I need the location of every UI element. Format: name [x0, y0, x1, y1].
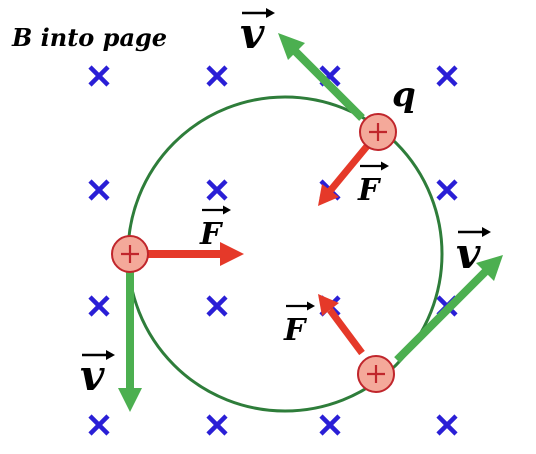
field-cross-icon [436, 65, 458, 87]
field-cross-icon [206, 295, 228, 317]
velocity-label-left: v [80, 350, 115, 400]
svg-text:F: F [357, 173, 382, 208]
field-cross-icon [206, 65, 228, 87]
velocity-arrow-top [278, 33, 365, 121]
force-arrow-bottom [318, 294, 365, 356]
force-arrow-left [148, 242, 244, 266]
velocity-arrow-left [118, 272, 142, 412]
force-label-top: F [357, 161, 389, 208]
field-cross-icon [319, 414, 341, 436]
charge-left [111, 235, 149, 273]
field-cross-icon [88, 414, 110, 436]
field-cross-icon [88, 179, 110, 201]
field-cross-icon [436, 414, 458, 436]
field-cross-icon [206, 414, 228, 436]
field-cross-icon [88, 65, 110, 87]
svg-text:v: v [240, 9, 265, 58]
charge-top [359, 113, 397, 151]
force-label-left: F [199, 205, 231, 252]
velocity-label-right: v [456, 227, 491, 278]
field-cross-icon [88, 295, 110, 317]
diagram-title: B into page [11, 23, 167, 52]
field-cross-icon [206, 179, 228, 201]
svg-text:F: F [199, 217, 224, 252]
velocity-arrow-right [394, 255, 503, 363]
svg-text:v: v [456, 229, 481, 278]
force-label-bottom: F [283, 301, 315, 348]
svg-text:F: F [283, 313, 308, 348]
field-cross-icon [436, 179, 458, 201]
charge-label: q [392, 75, 416, 115]
charge-bottom [357, 355, 395, 393]
velocity-label-top: v [240, 8, 275, 58]
svg-text:v: v [80, 351, 105, 400]
force-arrow-top [318, 142, 371, 206]
